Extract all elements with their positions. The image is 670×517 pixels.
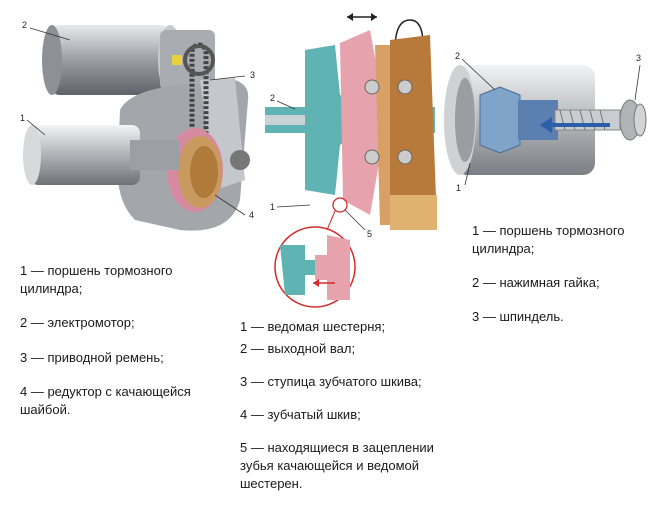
callout-3: 3 <box>636 53 641 63</box>
legend-right: 1 — поршень тормозного цилиндра; 2 — наж… <box>472 222 667 326</box>
left-illustration: 2 3 1 4 <box>0 0 270 250</box>
legend-right-item-1: 1 — поршень тормозного цилиндра; <box>472 222 667 258</box>
legend-left-item-2: 2 — электромотор; <box>20 314 245 332</box>
callout-1: 1 <box>456 183 461 193</box>
legend-middle: 1 — ведомая шестерня; 2 — выходной вал; … <box>240 318 475 493</box>
legend-right-item-3: 3 — шпиндель. <box>472 308 667 326</box>
left-figure: 2 3 1 4 <box>0 0 270 250</box>
callout-2: 2 <box>455 51 460 61</box>
callout-1: 1 <box>270 202 275 212</box>
legend-left-item-3: 3 — приводной ремень; <box>20 349 245 367</box>
callout-5: 5 <box>367 229 372 239</box>
legend-middle-item-1: 1 — ведомая шестерня; <box>240 318 475 336</box>
middle-figure: 2 1 5 <box>265 5 445 310</box>
legend-left: 1 — поршень тормозного цилиндра; 2 — эле… <box>20 262 245 419</box>
callout-3: 3 <box>250 70 255 80</box>
right-figure: 2 3 1 <box>440 45 665 205</box>
legend-middle-item-2: 2 — выходной вал; <box>240 340 475 358</box>
legend-middle-item-5: 5 — находящиеся в зацеплении зубья качаю… <box>240 439 475 493</box>
right-illustration: 2 3 1 <box>440 45 665 205</box>
callout-4: 4 <box>249 210 254 220</box>
teeth-zoom-circle <box>275 198 355 307</box>
legend-middle-item-3: 3 — ступица зубчатого шкива; <box>240 373 475 391</box>
callout-2: 2 <box>22 20 27 30</box>
callout-1: 1 <box>20 113 25 123</box>
legend-left-item-1: 1 — поршень тормозного цилиндра; <box>20 262 245 298</box>
middle-illustration: 2 1 5 <box>265 5 445 310</box>
legend-left-item-4: 4 — редуктор с качающейся шайбой. <box>20 383 245 419</box>
legend-right-item-2: 2 — нажимная гайка; <box>472 274 667 292</box>
legend-middle-item-4: 4 — зубчатый шкив; <box>240 406 475 424</box>
callout-2: 2 <box>270 93 275 103</box>
